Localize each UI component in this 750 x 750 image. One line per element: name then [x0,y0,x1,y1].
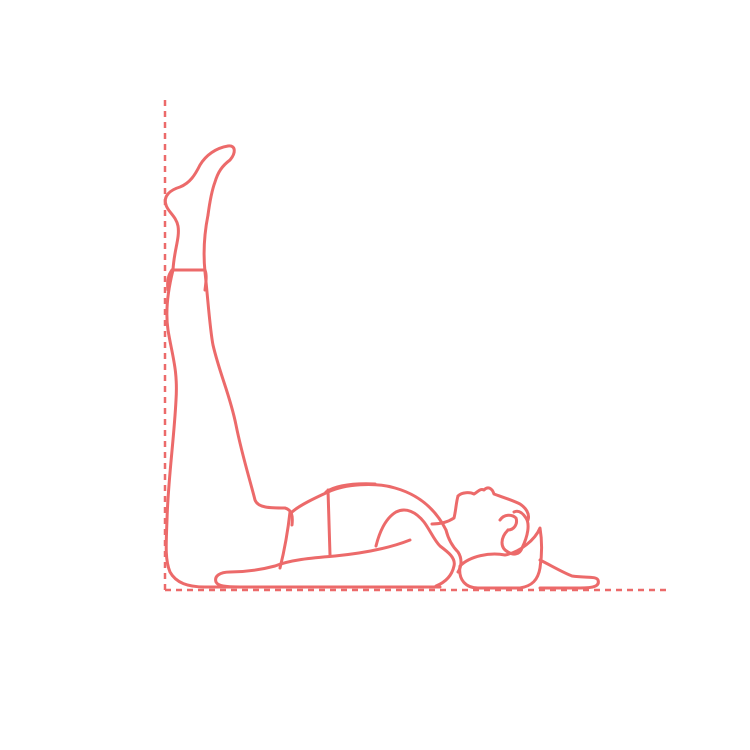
top-hem-outline [324,482,377,494]
face-outline [456,486,530,522]
foot-outline [163,144,236,217]
top-outline [326,488,332,557]
head-outline [458,526,543,590]
neck-outline [430,494,460,526]
leggings-cuff-back-outline [166,268,174,292]
leg-front-outline [202,213,294,527]
figure-outline [163,144,600,590]
leggings-cuff-outline [170,268,208,292]
forearm-outline [214,538,412,589]
waistband-outline [278,510,292,570]
rear-foot-outline [164,203,180,272]
arm-outline [374,508,456,588]
leg-back-outline [164,268,207,589]
ear-outline [498,513,518,532]
ponytail-outline [538,558,600,590]
torso-side-outline [290,483,448,532]
